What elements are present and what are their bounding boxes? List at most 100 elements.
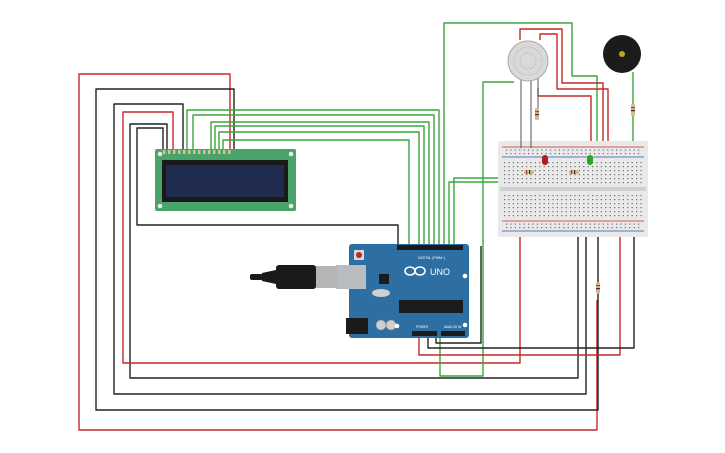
breadboard-hole: [589, 153, 591, 155]
lcd-mount-hole: [157, 151, 163, 157]
breadboard-hole: [508, 195, 510, 197]
wire-green-lcd-1[interactable]: [186, 109, 440, 246]
lcd-mount-hole: [157, 203, 163, 209]
breadboard-hole: [548, 166, 550, 168]
breadboard-hole: [504, 170, 506, 172]
breadboard-hole: [587, 215, 589, 217]
breadboard-hole: [521, 178, 523, 180]
green-led[interactable]: [587, 155, 593, 165]
wire-green-lcd-4[interactable]: [214, 125, 425, 246]
wire-green-lcd-6[interactable]: [222, 139, 410, 246]
breadboard-hole: [614, 170, 616, 172]
wire-black-2[interactable]: [113, 103, 587, 395]
breadboard-hole: [532, 223, 534, 225]
breadboard[interactable]: [498, 141, 648, 237]
breadboard-hole: [545, 223, 547, 225]
breadboard-hole: [556, 211, 558, 213]
lcd-pin-header: [163, 150, 231, 154]
breadboard-hole: [534, 207, 536, 209]
breadboard-hole: [512, 170, 514, 172]
arduino-model-label: UNO: [430, 267, 450, 277]
breadboard-hole: [539, 162, 541, 164]
breadboard-hole: [629, 153, 631, 155]
wire-red-outer[interactable]: [78, 73, 598, 431]
piezo-buzzer[interactable]: [603, 35, 641, 73]
resistor[interactable]: [631, 104, 635, 116]
wire-black-gnd-2[interactable]: [435, 246, 482, 344]
breadboard-hole: [539, 211, 541, 213]
usb-plug-body: [276, 265, 316, 289]
breadboard-hole: [636, 211, 638, 213]
breadboard-hole: [605, 215, 607, 217]
breadboard-hole: [530, 215, 532, 217]
breadboard-hole: [570, 207, 572, 209]
wire-red-sensor-1[interactable]: [519, 28, 604, 160]
wire-green-sensor[interactable]: [443, 22, 598, 246]
arduino-uno-board[interactable]: UNO DIGITAL (PWM~) POWER ANALOG IN: [336, 244, 469, 338]
wire-black-3[interactable]: [129, 123, 579, 379]
reset-button-cap[interactable]: [356, 252, 362, 258]
breadboard-hole: [548, 211, 550, 213]
breadboard-hole: [594, 223, 596, 225]
breadboard-hole: [510, 153, 512, 155]
gas-sensor[interactable]: [507, 40, 549, 148]
breadboard-hole: [570, 174, 572, 176]
breadboard-hole: [574, 174, 576, 176]
breadboard-hole: [580, 149, 582, 151]
lcd-display[interactable]: [155, 149, 296, 211]
breadboard-hole: [508, 207, 510, 209]
wire-red-power[interactable]: [418, 228, 621, 356]
breadboard-hole: [570, 195, 572, 197]
breadboard-hole: [504, 178, 506, 180]
breadboard-hole: [541, 149, 543, 151]
breadboard-hole: [539, 178, 541, 180]
breadboard-hole: [565, 182, 567, 184]
usb-cable[interactable]: [250, 265, 338, 289]
breadboard-hole: [519, 223, 521, 225]
breadboard-hole: [614, 174, 616, 176]
breadboard-hole: [521, 170, 523, 172]
resistor[interactable]: [596, 282, 600, 294]
breadboard-hole: [550, 153, 552, 155]
breadboard-hole: [530, 178, 532, 180]
wire-green-analog[interactable]: [439, 81, 514, 377]
breadboard-hole: [611, 223, 613, 225]
breadboard-hole: [596, 170, 598, 172]
breadboard-hole: [556, 195, 558, 197]
breadboard-hole: [532, 153, 534, 155]
breadboard-hole: [530, 211, 532, 213]
breadboard-hole: [631, 215, 633, 217]
breadboard-hole: [618, 182, 620, 184]
breadboard-hole: [561, 195, 563, 197]
breadboard-hole: [570, 203, 572, 205]
breadboard-hole: [554, 153, 556, 155]
wire-red-sensor-2[interactable]: [539, 33, 609, 160]
breadboard-hole: [536, 149, 538, 151]
resistor[interactable]: [535, 108, 539, 120]
breadboard-hole: [587, 174, 589, 176]
breadboard-hole: [543, 170, 545, 172]
wire-green-lcd-5[interactable]: [218, 131, 420, 246]
breadboard-hole: [565, 174, 567, 176]
wire-black-4[interactable]: [136, 127, 399, 246]
breadboard-hole: [543, 174, 545, 176]
breadboard-hole: [585, 149, 587, 151]
resistor[interactable]: [524, 170, 534, 174]
resistor[interactable]: [569, 170, 579, 174]
breadboard-hole: [583, 215, 585, 217]
wire-green-lcd-2[interactable]: [192, 114, 435, 246]
breadboard-hole: [624, 153, 626, 155]
wire-black-gnd[interactable]: [427, 228, 635, 349]
breadboard-hole: [609, 178, 611, 180]
breadboard-hole: [636, 182, 638, 184]
breadboard-hole: [523, 227, 525, 229]
wire-black-1[interactable]: [95, 88, 599, 411]
wire-red-inner[interactable]: [122, 111, 521, 364]
wire-green-lcd-3[interactable]: [210, 121, 430, 246]
breadboard-hole: [523, 153, 525, 155]
red-led[interactable]: [542, 155, 548, 165]
breadboard-hole: [587, 203, 589, 205]
breadboard-hole: [611, 153, 613, 155]
breadboard-hole: [592, 203, 594, 205]
breadboard-hole: [616, 223, 618, 225]
